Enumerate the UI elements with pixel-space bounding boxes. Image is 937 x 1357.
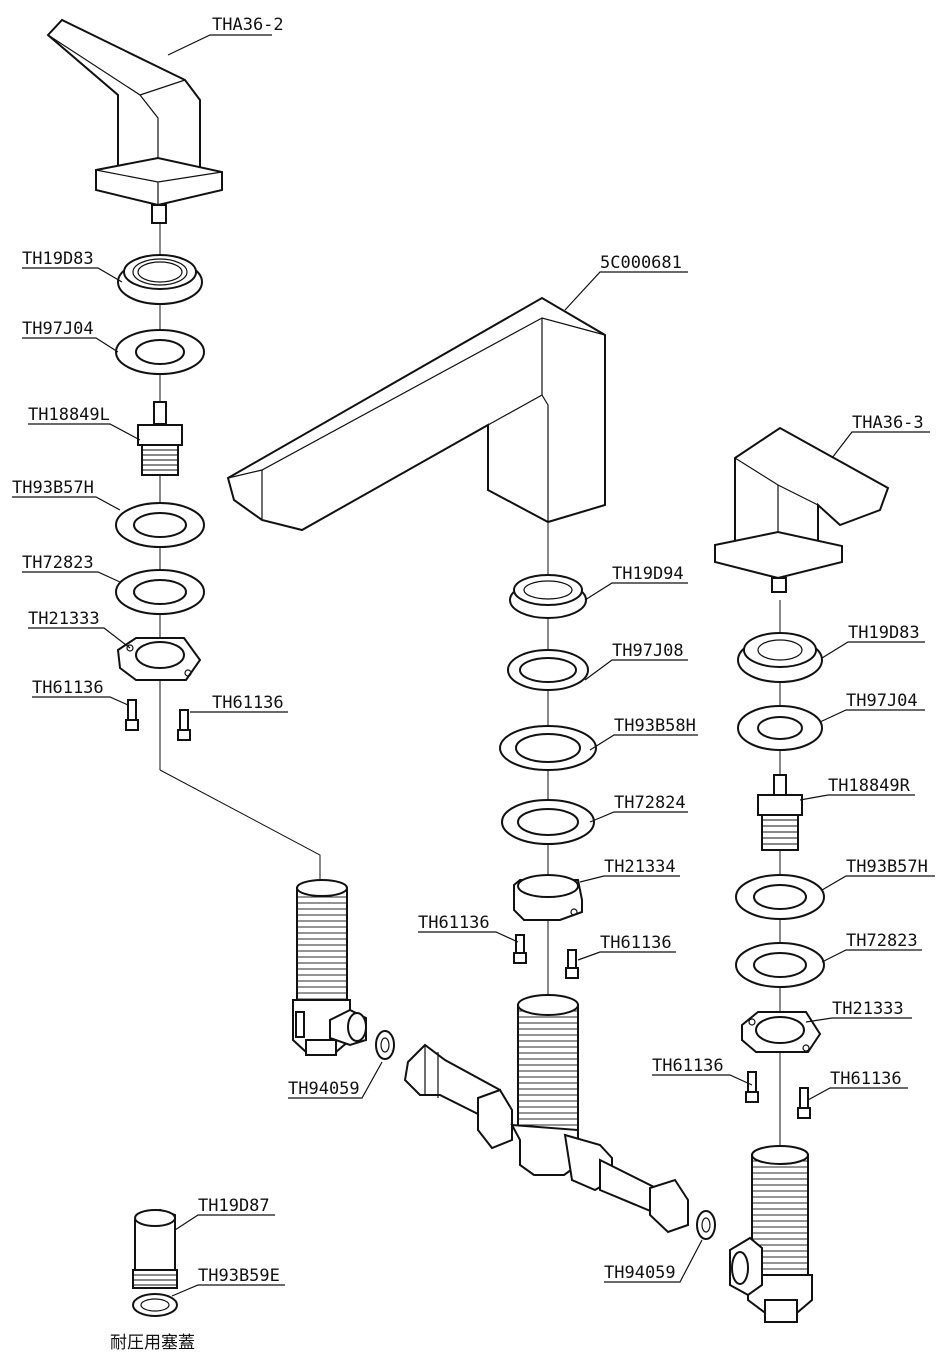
label-TH61136-center-2: TH61136 xyxy=(600,933,672,953)
tee-body-center xyxy=(510,994,579,1176)
washer-left-2 xyxy=(115,502,205,548)
cartridge-right xyxy=(757,774,803,851)
label-TH19D87: TH19D87 xyxy=(198,1196,270,1216)
label-5C000681: 5C000681 xyxy=(600,253,682,273)
label-TH93B58H: TH93B58H xyxy=(614,716,696,736)
washer-right-2 xyxy=(735,874,825,920)
label-THA36-3: THA36-3 xyxy=(852,413,924,433)
valve-body-right xyxy=(729,1145,813,1323)
cap-nut-right xyxy=(737,632,823,683)
label-TH72823-right: TH72823 xyxy=(846,931,918,951)
washer-side-right xyxy=(696,1210,716,1240)
supply-pipe-right xyxy=(563,1133,689,1234)
leader-lines xyxy=(12,34,935,1297)
label-TH18849L: TH18849L xyxy=(28,405,110,425)
label-TH72823-left: TH72823 xyxy=(22,553,94,573)
flange-right xyxy=(741,1011,822,1053)
washer-right-3 xyxy=(735,942,825,988)
washer-center-1 xyxy=(507,649,589,691)
washer-center-3 xyxy=(501,799,595,845)
label-TH61136-right-2: TH61136 xyxy=(830,1069,902,1089)
label-TH18849R: TH18849R xyxy=(828,776,911,796)
washer-center-2 xyxy=(499,725,597,771)
label-TH19D83-left: TH19D83 xyxy=(22,249,94,269)
label-TH94059-left: TH94059 xyxy=(288,1079,360,1099)
left-handle-assembly xyxy=(46,18,321,885)
label-TH93B57H-left: TH93B57H xyxy=(12,478,94,498)
screw-left-1 xyxy=(125,699,139,731)
label-TH93B59E: TH93B59E xyxy=(198,1266,280,1286)
nut-center xyxy=(509,574,587,619)
washer-left-3 xyxy=(115,569,205,615)
pressure-test-plug xyxy=(132,1208,178,1317)
label-TH61136-center-1: TH61136 xyxy=(418,913,490,933)
lever-handle-left xyxy=(46,18,223,224)
label-TH97J04-left: TH97J04 xyxy=(22,319,94,339)
label-TH61136-left-2: TH61136 xyxy=(212,693,284,713)
screw-right-1 xyxy=(745,1071,759,1103)
screw-right-2 xyxy=(797,1087,811,1119)
cartridge-left xyxy=(137,401,183,476)
washer-left-1 xyxy=(115,329,205,375)
washer-side-left xyxy=(375,1030,395,1060)
part-labels: THA36-2 TH19D83 TH97J04 TH18849L TH93B57… xyxy=(12,15,928,1353)
label-TH93B57H-right: TH93B57H xyxy=(846,857,928,877)
screw-center-1 xyxy=(513,934,527,964)
screw-center-2 xyxy=(565,949,579,979)
flange-left xyxy=(116,637,202,681)
label-TH61136-left-1: TH61136 xyxy=(32,678,104,698)
label-TH72824: TH72824 xyxy=(614,793,686,813)
cap-nut-left xyxy=(117,254,203,305)
washer-right-1 xyxy=(737,705,823,751)
label-TH94059-right: TH94059 xyxy=(604,1263,676,1283)
screw-left-2 xyxy=(177,709,191,741)
right-handle-assembly xyxy=(714,426,890,1150)
flange-center xyxy=(513,874,583,921)
label-TH21333-right: TH21333 xyxy=(832,999,904,1019)
spout-body xyxy=(226,296,606,532)
label-TH97J08: TH97J08 xyxy=(612,641,684,661)
spout-assembly xyxy=(226,296,606,1010)
label-TH19D83-right: TH19D83 xyxy=(848,623,920,643)
supply-pipe-left xyxy=(403,1043,513,1150)
valve-body-left xyxy=(292,879,367,1056)
label-THA36-2: THA36-2 xyxy=(212,15,284,35)
label-TH97J04-right: TH97J04 xyxy=(846,691,918,711)
lever-handle-right xyxy=(714,426,890,593)
caption-pressure-plug: 耐圧用塞蓋 xyxy=(110,1333,195,1353)
label-TH21333-left: TH21333 xyxy=(28,609,100,629)
label-TH61136-right-1: TH61136 xyxy=(652,1056,724,1076)
label-TH21334: TH21334 xyxy=(604,857,676,877)
label-TH19D94: TH19D94 xyxy=(612,564,684,584)
